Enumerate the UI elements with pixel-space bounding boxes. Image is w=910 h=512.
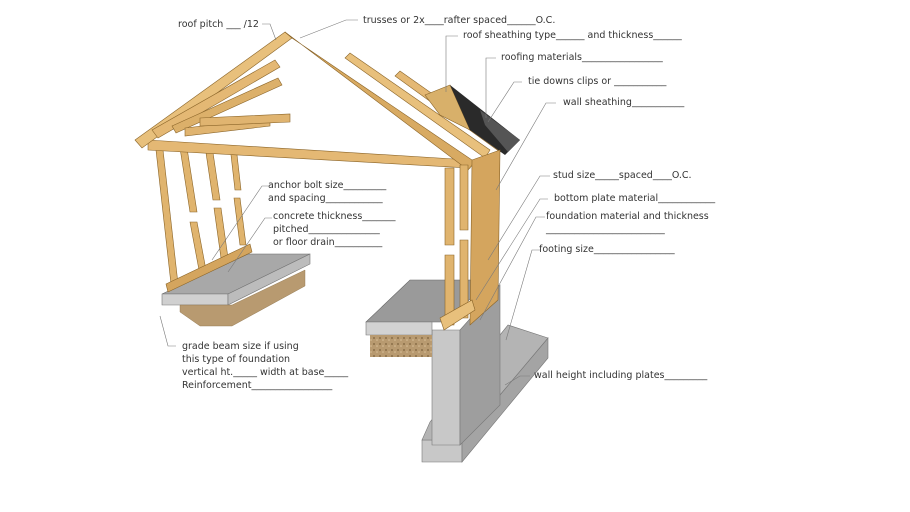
grade-beam-label-3: vertical ht._____ width at base_____ [182,367,349,378]
roofing-materials-label: roofing materials_________________ [501,52,663,63]
foundation-material-label: foundation material and thickness [546,211,709,222]
bottom-plate-label: bottom plate material____________ [554,193,716,204]
grade-beam-label-2: this type of foundation [182,354,291,365]
concrete-pitched-label: pitched_______________ [273,224,380,235]
tie-downs-label: tie downs clips or ___________ [528,76,667,87]
leader-lines [159,19,556,386]
footing-size-label: footing size_________________ [539,244,675,255]
grade-beam-label-4: Reinforcement_________________ [182,380,333,391]
stud-size-label: stud size_____spaced____O.C. [553,170,692,181]
right-wall [439,149,501,331]
concrete-thickness-label: concrete thickness_______ [273,211,396,222]
trusses-label: trusses or 2x____rafter spaced______O.C. [363,15,556,26]
foundation-material-blank: _________________________ [546,224,665,235]
floor-drain-label: or floor drain__________ [273,237,383,248]
grade-beam-label-1: grade beam size if using [182,341,299,352]
left-slab [161,253,311,327]
roof-pitch-label: roof pitch ___ /12 [178,19,259,30]
anchor-bolt-label: anchor bolt size_________ [268,180,387,191]
left-wall-studs [155,145,253,293]
wall-height-label: wall height including plates_________ [534,370,708,381]
roof-covering [424,84,520,155]
anchor-bolt-spacing-label: and spacing____________ [268,193,383,204]
ceiling-joist [147,139,471,169]
wall-sheathing-label: wall sheathing___________ [563,97,685,108]
roof-sheathing-label: roof sheathing type______ and thickness_… [463,30,682,41]
